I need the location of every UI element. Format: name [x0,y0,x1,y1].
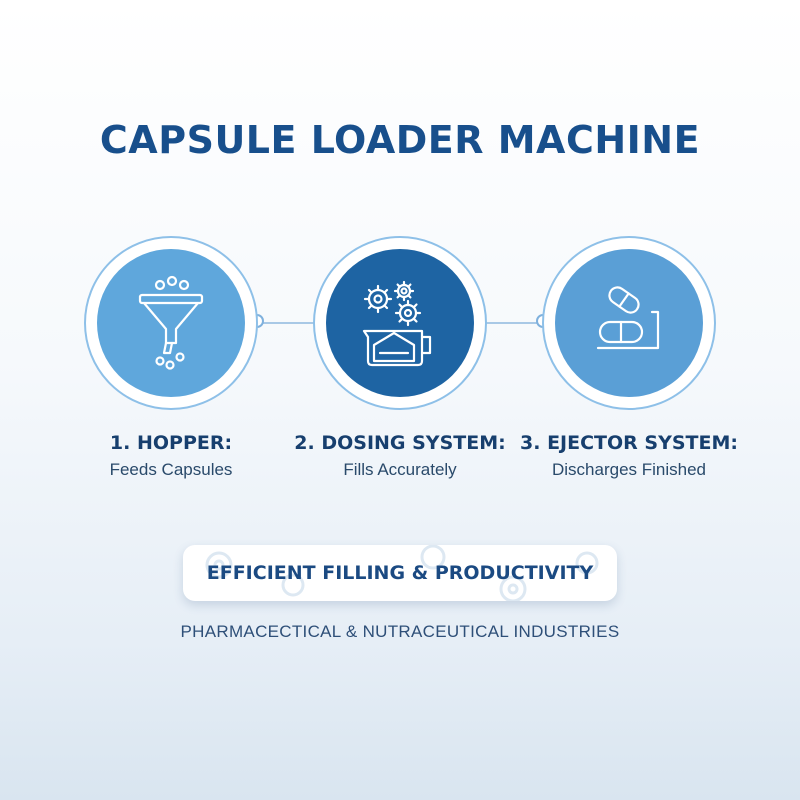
capsule-icon [596,286,660,350]
funnel-icon [138,275,204,370]
connector-line-1 [257,322,323,324]
step-2-title: 2. DOSING SYSTEM: [294,432,506,454]
step-2-circle [326,249,474,397]
step-2-ring [313,236,487,410]
step-1-title: 1. HOPPER: [109,432,233,454]
step-1-circle [97,249,245,397]
gear-pattern-icon [205,545,599,601]
page-title: CAPSULE LOADER MACHINE [99,118,701,162]
step-3-circle [555,249,703,397]
step-3-ring [542,236,716,410]
step-3-title: 3. EJECTOR SYSTEM: [520,432,738,454]
step-1-ring [84,236,258,410]
productivity-banner: EFFICIENT FILLING & PRODUCTIVITY [183,545,617,601]
gears-dosing-icon [362,280,432,367]
step-2-description: Fills Accurately [343,460,457,479]
industries-subtitle: PHARMACECTICAL & NUTRACEUTICAL INDUSTRIE… [180,622,620,641]
step-1-description: Feeds Capsules [109,460,233,479]
connector-line-2 [486,322,543,324]
banner-text: EFFICIENT FILLING & PRODUCTIVITY [206,562,594,584]
step-3-description: Discharges Finished [551,460,706,479]
